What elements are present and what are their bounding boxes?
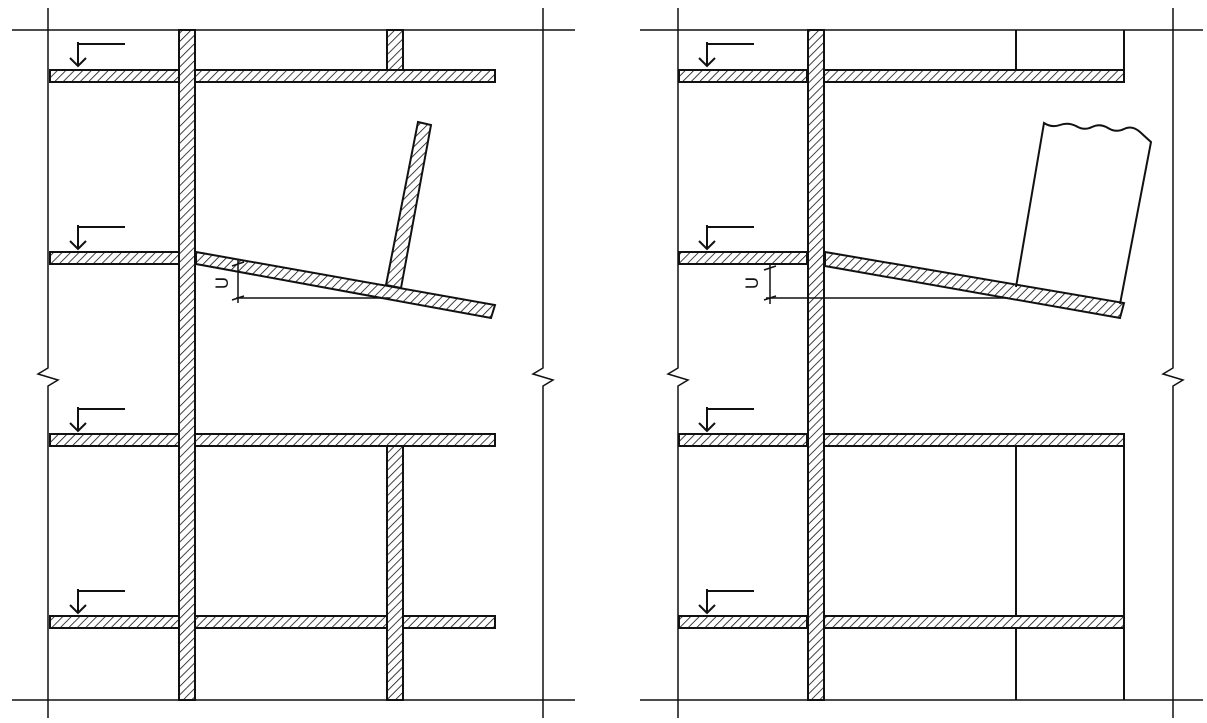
- slab-level-3: [49, 433, 181, 447]
- main-column: [807, 29, 825, 701]
- displacement-dimension: [231, 260, 390, 303]
- slab-level-3: [678, 433, 808, 447]
- right-infill-lines: [1015, 30, 1125, 700]
- displacement-label: U: [743, 277, 763, 289]
- left-frame: [12, 8, 575, 718]
- slab-level-1-right: [823, 69, 1125, 83]
- right-column-top: [386, 29, 404, 71]
- slab-level-2: [49, 251, 181, 265]
- slab-level-4: [49, 615, 181, 629]
- tilted-wall-panel: [1015, 121, 1153, 305]
- main-column: [178, 29, 196, 701]
- right-frame: [640, 8, 1203, 718]
- slab-level-1-right: [194, 69, 496, 83]
- slab-level-4-right: [823, 615, 1125, 629]
- left-panel: U: [12, 8, 575, 718]
- slab-level-4: [678, 615, 808, 629]
- collapsed-slab: [195, 250, 497, 320]
- slab-level-3-right: [194, 433, 496, 447]
- slab-level-1: [49, 69, 181, 83]
- right-column-bottom: [386, 445, 404, 701]
- slab-level-4-right: [194, 615, 496, 629]
- tilted-column: [384, 120, 433, 290]
- left-level-markers: [69, 42, 125, 615]
- collapsed-slab: [824, 250, 1126, 320]
- slab-level-2: [678, 251, 808, 265]
- right-floor-slabs: [678, 69, 1125, 629]
- right-level-markers: [698, 42, 754, 615]
- right-panel: U: [640, 8, 1203, 718]
- slab-level-1: [678, 69, 808, 83]
- slab-level-3-right: [823, 433, 1125, 447]
- displacement-dimension: [763, 265, 1008, 304]
- left-floor-slabs: [49, 69, 496, 629]
- left-columns: [178, 29, 404, 701]
- displacement-label: U: [213, 277, 233, 289]
